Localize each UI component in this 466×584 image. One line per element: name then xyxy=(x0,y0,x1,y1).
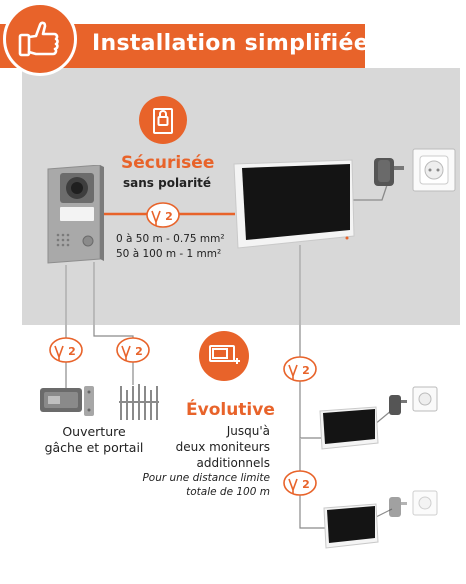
wall-socket xyxy=(412,148,456,192)
thumbs-up-badge xyxy=(3,2,77,76)
scalable-line2: deux moniteurs xyxy=(175,440,270,454)
extension-wire-badge-2: 2 xyxy=(283,470,317,496)
gate-wire xyxy=(93,262,134,385)
power-wire xyxy=(353,181,389,201)
scalable-note-line1: Pour une distance limite xyxy=(142,472,270,484)
additional-adapter-2 xyxy=(386,494,408,522)
door-station xyxy=(46,164,104,265)
svg-text:2: 2 xyxy=(135,345,143,358)
svg-text:2: 2 xyxy=(165,210,173,223)
gate-icon xyxy=(117,382,161,422)
additional-monitor-2 xyxy=(322,502,380,552)
secure-subtitle: sans polarité xyxy=(123,176,212,190)
padlock-door-icon xyxy=(153,108,173,134)
gate-wire-badge: 2 xyxy=(116,337,150,363)
opening-label-line1: Ouverture xyxy=(62,424,126,439)
additional-socket-1 xyxy=(412,386,438,412)
additional-monitor-1 xyxy=(318,405,380,451)
extension-wire-badge-1: 2 xyxy=(283,356,317,382)
secure-title: Sécurisée xyxy=(121,153,215,173)
scalable-note-line2: totale de 100 m xyxy=(186,486,270,498)
scalable-line1: Jusqu'à xyxy=(226,424,270,438)
scalable-title: Évolutive xyxy=(186,400,275,420)
cable-spec-line2: 50 à 100 m - 1 mm² xyxy=(116,248,222,260)
svg-text:2: 2 xyxy=(302,364,310,377)
thumbs-up-icon xyxy=(18,21,59,57)
scalable-line3: additionnels xyxy=(196,456,270,470)
svg-text:2: 2 xyxy=(68,345,76,358)
power-adapter xyxy=(370,154,406,194)
additional-adapter-1 xyxy=(386,392,408,420)
cable-spec-line1: 0 à 50 m - 0.75 mm² xyxy=(116,233,225,245)
scalable-badge xyxy=(199,331,249,381)
two-wire-badge: 2 xyxy=(146,202,180,228)
additional-socket-2 xyxy=(412,490,438,516)
opening-label-line2: gâche et portail xyxy=(44,440,144,455)
add-monitor-icon xyxy=(209,345,240,364)
electric-strike-lock xyxy=(38,384,98,418)
main-monitor xyxy=(228,158,358,250)
lock-wire-badge: 2 xyxy=(49,337,83,363)
secure-badge xyxy=(139,96,187,144)
page-title: Installation simplifiée xyxy=(92,31,369,56)
svg-text:2: 2 xyxy=(302,478,310,491)
